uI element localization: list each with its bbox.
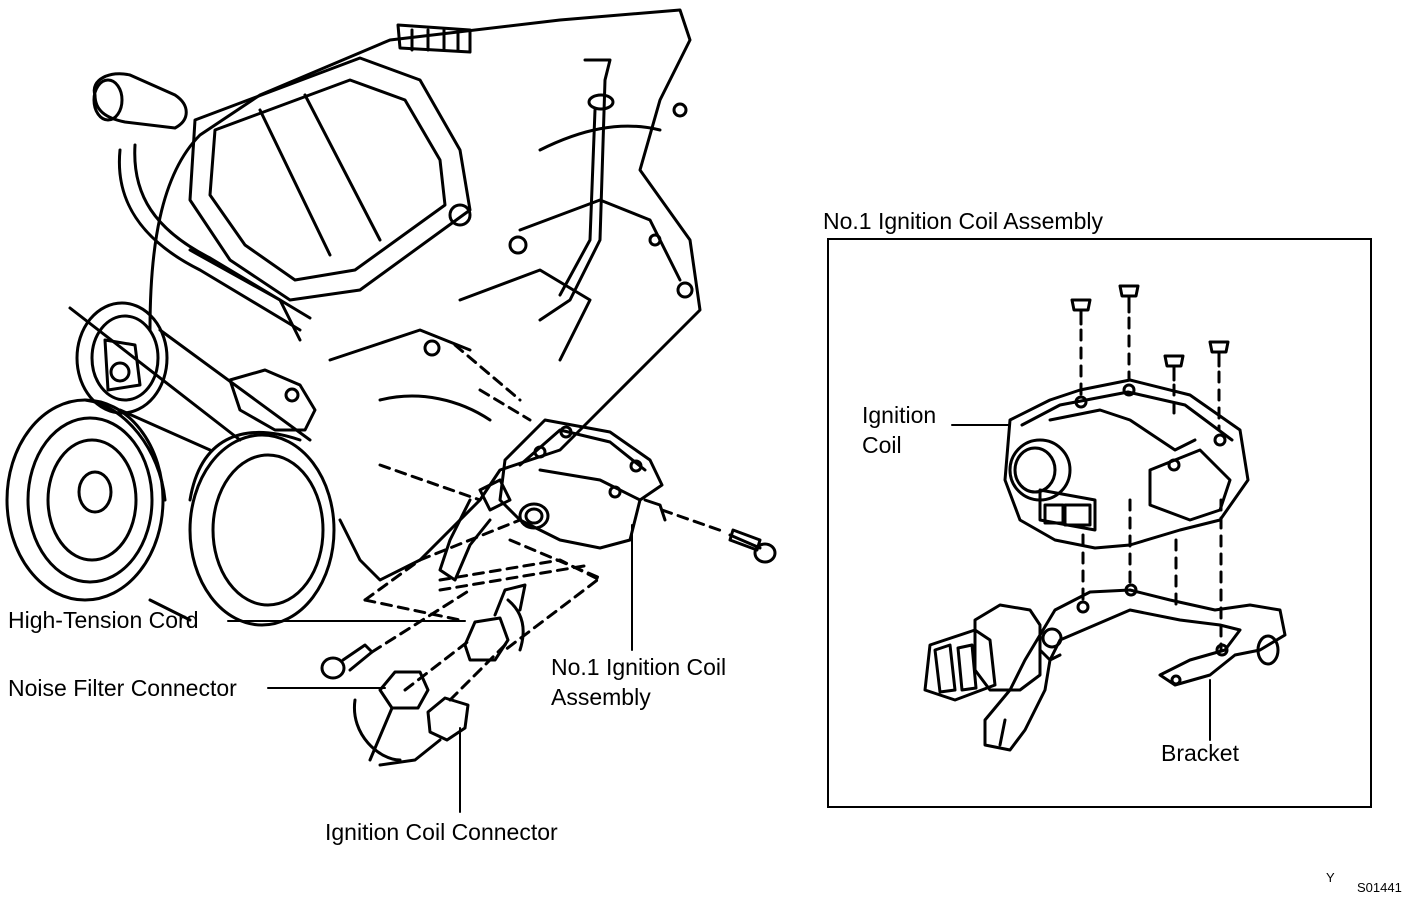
noise-filter-inset <box>923 603 1063 702</box>
screw-4 <box>1208 340 1230 368</box>
label-ignition-coil-line1: Ignition <box>862 402 937 428</box>
dipstick <box>538 58 612 322</box>
screw-3 <box>1163 354 1185 382</box>
valve-cover <box>188 56 472 302</box>
footer-code-letter: Y <box>1326 870 1335 885</box>
label-ignition-coil-line2: Coil <box>862 432 902 458</box>
hose <box>92 72 188 130</box>
screw-1 <box>1070 298 1092 326</box>
leader-lines <box>227 524 633 813</box>
figure-id: S01441 <box>1357 880 1402 895</box>
lower-bolt <box>320 643 374 680</box>
screw-2 <box>1118 284 1140 314</box>
inset-drawing <box>923 284 1287 752</box>
inset-title: No.1 Ignition Coil Assembly <box>823 208 1103 234</box>
ignition-coil-connector <box>378 696 470 767</box>
noise-filter-connector <box>353 670 430 762</box>
ignition-coil-inset <box>1003 378 1250 550</box>
drive-belt <box>68 306 312 622</box>
engine-block <box>92 8 702 582</box>
water-pump-pulley <box>75 301 169 415</box>
crankshaft-pulley <box>5 398 167 602</box>
inset-frame <box>827 238 1372 808</box>
oil-filler-cap <box>396 23 472 54</box>
ignition-coil-assembly-on-engine <box>438 418 667 582</box>
alternator-pulley <box>188 431 336 627</box>
label-bracket: Bracket <box>1161 740 1239 766</box>
label-noise-filter-connector: Noise Filter Connector <box>8 675 237 701</box>
label-coil-assembly-line2: Assembly <box>551 684 651 710</box>
coil-mounting-bolt <box>660 508 777 564</box>
label-ignition-coil-connector: Ignition Coil Connector <box>325 819 558 845</box>
bracket-inset <box>983 583 1287 752</box>
exploded-view-guides <box>363 343 602 702</box>
label-high-tension-cord: High-Tension Cord <box>8 607 199 633</box>
label-coil-assembly-line1: No.1 Ignition Coil <box>551 654 727 680</box>
high-tension-cord <box>463 583 527 662</box>
